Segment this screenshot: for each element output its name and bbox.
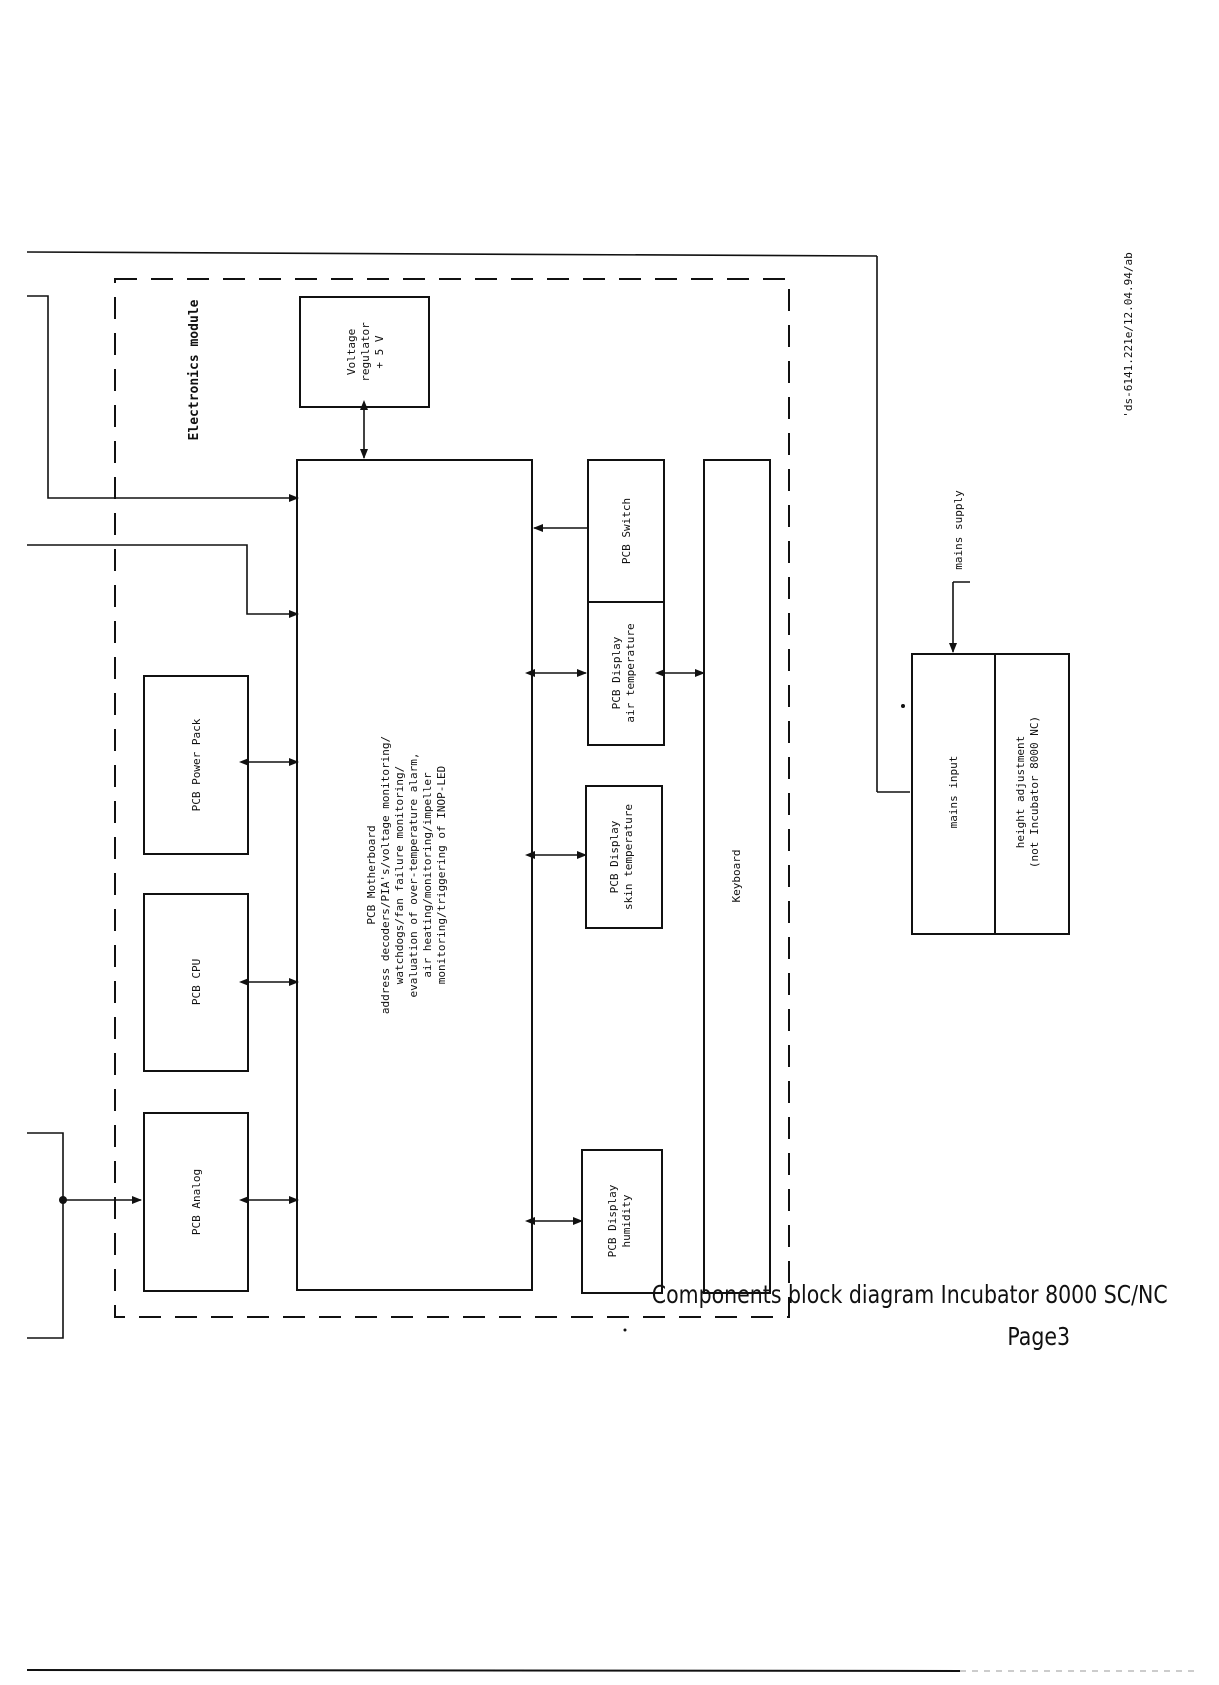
electronics-module-label: Electronics module	[187, 299, 202, 440]
stray-dot	[623, 1328, 627, 1332]
height-adjustment-label: height adjustment (not Incubator 8000 NC…	[1014, 716, 1041, 868]
voltage-regulator-line: regulator	[359, 322, 372, 382]
pcb-cpu-box	[143, 893, 249, 1072]
motherboard-line: air heating/monitoring/impeller	[421, 772, 434, 978]
keyboard-box	[703, 459, 771, 1294]
voltage-regulator-line: + 5 V	[373, 335, 386, 368]
pcb-display-humidity-box	[581, 1149, 663, 1294]
bottom-rule	[26, 1669, 961, 1672]
pcb-display-skin-line: PCB Display	[608, 820, 621, 893]
pcb-display-air-line: air temperature	[624, 623, 637, 722]
voltage-regulator-label: Voltage regulator + 5 V	[345, 322, 386, 382]
motherboard-box	[296, 459, 533, 1291]
motherboard-line: evaluation of over-temperature alarm,	[407, 752, 420, 997]
mains-input-label: mains input	[947, 756, 960, 829]
motherboard-line: PCB Motherboard	[365, 825, 378, 924]
diagram-caption: Components block diagram Incubator 8000 …	[651, 1280, 1168, 1309]
junction-dot	[59, 1196, 67, 1204]
electronics-module-frame	[114, 278, 790, 1318]
motherboard-line: monitoring/triggering of INOP-LED	[435, 766, 448, 985]
keyboard-label: Keyboard	[730, 850, 743, 903]
voltage-regulator-line: Voltage	[345, 329, 358, 375]
motherboard-line: address decoders/PIA's/voltage monitorin…	[379, 736, 392, 1014]
motherboard-line: watchdogs/fan failure monitoring/	[393, 766, 406, 985]
pcb-display-humidity-line: PCB Display	[606, 1184, 619, 1257]
pcb-power-pack-label: PCB Power Pack	[190, 718, 203, 811]
boxes	[143, 296, 1070, 1294]
voltage-regulator-box	[299, 296, 430, 408]
external-wiring	[26, 251, 910, 1339]
connectors	[239, 400, 970, 1225]
height-adjustment-line: height adjustment	[1014, 736, 1027, 849]
pcb-display-humidity-label: PCB Display humidity	[606, 1184, 633, 1257]
document-reference: 'ds-6141.221e/12.04.94/ab	[1122, 252, 1135, 418]
pcb-analog-label: PCB Analog	[190, 1169, 203, 1235]
pcb-display-air-line: PCB Display	[610, 636, 623, 709]
pcb-switch-label: PCB Switch	[620, 498, 633, 564]
pcb-display-skin-label: PCB Display skin temperature	[608, 804, 635, 910]
mains-box	[911, 653, 1070, 935]
pcb-analog-box	[143, 1112, 249, 1292]
pcb-display-air-label: PCB Display air temperature	[610, 623, 637, 722]
motherboard-label: PCB Motherboard address decoders/PIA's/v…	[365, 736, 448, 1014]
pcb-display-humidity-line: humidity	[620, 1194, 633, 1247]
pcb-cpu-label: PCB CPU	[190, 959, 203, 1005]
page-number: Page3	[1007, 1322, 1070, 1351]
pcb-display-skin-box	[585, 785, 663, 929]
height-adjustment-line: (not Incubator 8000 NC)	[1028, 716, 1041, 868]
mains-supply-label: mains supply	[952, 490, 965, 570]
pcb-power-pack-box	[143, 675, 249, 855]
stray-dot	[901, 704, 905, 708]
pcb-display-skin-line: skin temperature	[622, 804, 635, 910]
